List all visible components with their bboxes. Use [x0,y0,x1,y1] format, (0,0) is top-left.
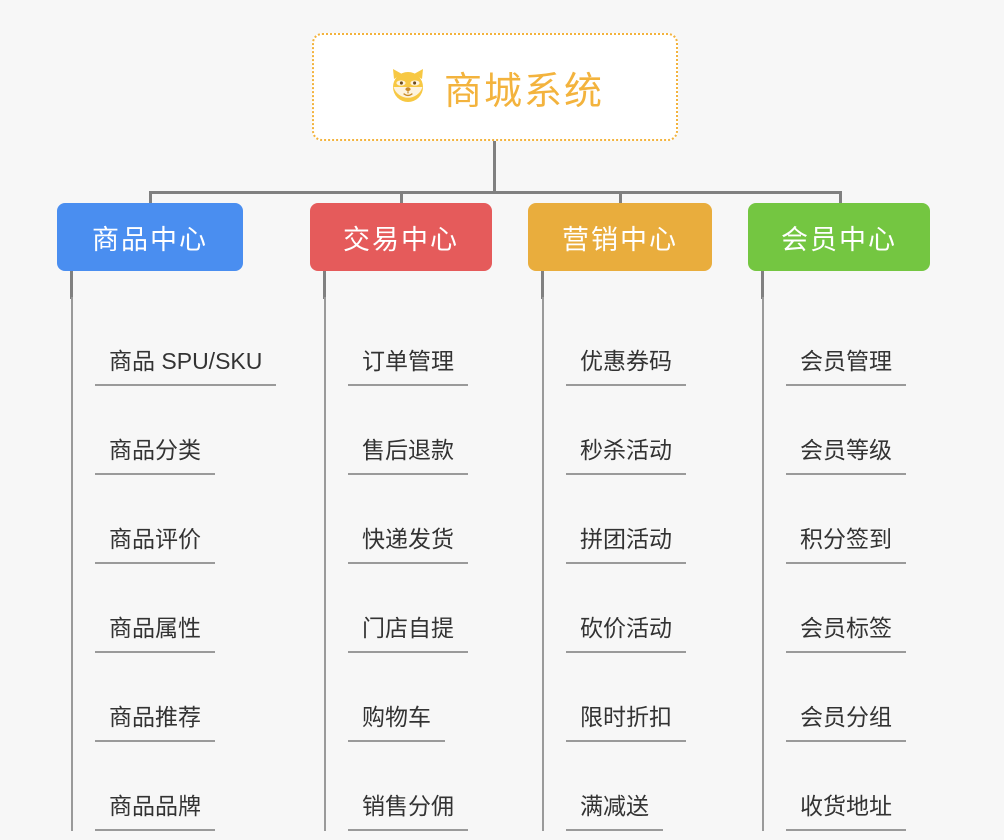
list-item[interactable]: 限时折扣 [542,653,712,742]
leaf-label: 满减送 [566,792,663,831]
connector-stem-1 [70,271,73,299]
leaf-label: 商品推荐 [95,703,215,742]
connector-drop-4 [839,191,842,205]
connector-drop-3 [619,191,622,205]
leaf-list-member-center: 会员管理 会员等级 积分签到 会员标签 会员分组 收货地址 [748,297,930,831]
list-item[interactable]: 拼团活动 [542,475,712,564]
leaf-label: 商品 SPU/SKU [95,347,277,386]
connector-stem-3 [541,271,544,299]
leaf-label: 会员等级 [786,436,906,475]
connector-stem-4 [761,271,764,299]
category-box-trade-center[interactable]: 交易中心 [310,203,492,271]
list-item[interactable]: 秒杀活动 [542,386,712,475]
category-box-product-center[interactable]: 商品中心 [57,203,243,271]
list-item[interactable]: 订单管理 [324,297,492,386]
list-item[interactable]: 售后退款 [324,386,492,475]
list-item[interactable]: 会员分组 [762,653,930,742]
leaf-label: 商品属性 [95,614,215,653]
leaf-label: 售后退款 [348,436,468,475]
leaf-list-trade-center: 订单管理 售后退款 快递发货 门店自提 购物车 销售分佣 [310,297,492,831]
connector-horizontal-bus [149,191,842,194]
list-item[interactable]: 商品推荐 [71,653,276,742]
category-box-member-center[interactable]: 会员中心 [748,203,930,271]
branch-column-trade-center: 交易中心 订单管理 售后退款 快递发货 门店自提 购物车 销售分佣 [310,203,492,831]
leaf-label: 购物车 [348,703,445,742]
leaf-label: 拼团活动 [566,525,686,564]
leaf-label: 商品品牌 [95,792,215,831]
branch-column-member-center: 会员中心 会员管理 会员等级 积分签到 会员标签 会员分组 收货地址 [748,203,930,831]
list-item[interactable]: 快递发货 [324,475,492,564]
leaf-label: 销售分佣 [348,792,468,831]
leaf-list-product-center: 商品 SPU/SKU 商品分类 商品评价 商品属性 商品推荐 商品品牌 [57,297,277,831]
leaf-label: 优惠券码 [566,347,686,386]
leaf-label: 商品分类 [95,436,215,475]
leaf-label: 收货地址 [786,792,906,831]
shiba-dog-face-icon [386,65,430,109]
leaf-label: 会员标签 [786,614,906,653]
list-item[interactable]: 商品 SPU/SKU [71,297,277,386]
list-item[interactable]: 会员标签 [762,564,930,653]
list-item[interactable]: 门店自提 [324,564,492,653]
connector-drop-2 [400,191,403,205]
list-item[interactable]: 商品分类 [71,386,276,475]
branch-column-product-center: 商品中心 商品 SPU/SKU 商品分类 商品评价 商品属性 商品推荐 商品品牌 [57,203,277,831]
list-item[interactable]: 商品评价 [71,475,276,564]
leaf-label: 会员管理 [786,347,906,386]
leaf-label: 订单管理 [348,347,468,386]
list-item[interactable]: 商品品牌 [71,742,276,831]
leaf-label: 会员分组 [786,703,906,742]
leaf-label: 商品评价 [95,525,215,564]
leaf-label: 限时折扣 [566,703,686,742]
category-label: 交易中心 [343,224,459,255]
leaf-label: 砍价活动 [566,614,686,653]
category-label: 会员中心 [781,224,897,255]
branch-column-marketing-center: 营销中心 优惠券码 秒杀活动 拼团活动 砍价活动 限时折扣 满减送 [528,203,712,831]
root-node-mall-system[interactable]: 商城系统 [312,33,678,141]
list-item[interactable]: 购物车 [324,653,492,742]
list-item[interactable]: 收货地址 [762,742,930,831]
category-label: 商品中心 [92,224,208,255]
list-item[interactable]: 会员管理 [762,297,930,386]
list-item[interactable]: 商品属性 [71,564,276,653]
leaf-label: 积分签到 [786,525,906,564]
connector-stem-2 [323,271,326,299]
leaf-label: 门店自提 [348,614,468,653]
list-item[interactable]: 销售分佣 [324,742,492,831]
leaf-label: 秒杀活动 [566,436,686,475]
leaf-label: 快递发货 [348,525,468,564]
list-item[interactable]: 积分签到 [762,475,930,564]
category-box-marketing-center[interactable]: 营销中心 [528,203,712,271]
connector-drop-1 [149,191,152,205]
leaf-list-marketing-center: 优惠券码 秒杀活动 拼团活动 砍价活动 限时折扣 满减送 [528,297,712,831]
connector-root-stem [493,141,496,193]
list-item[interactable]: 优惠券码 [542,297,712,386]
list-item[interactable]: 砍价活动 [542,564,712,653]
category-label: 营销中心 [562,224,678,255]
root-node-title: 商城系统 [443,70,604,113]
list-item[interactable]: 满减送 [542,742,712,831]
list-item[interactable]: 会员等级 [762,386,930,475]
